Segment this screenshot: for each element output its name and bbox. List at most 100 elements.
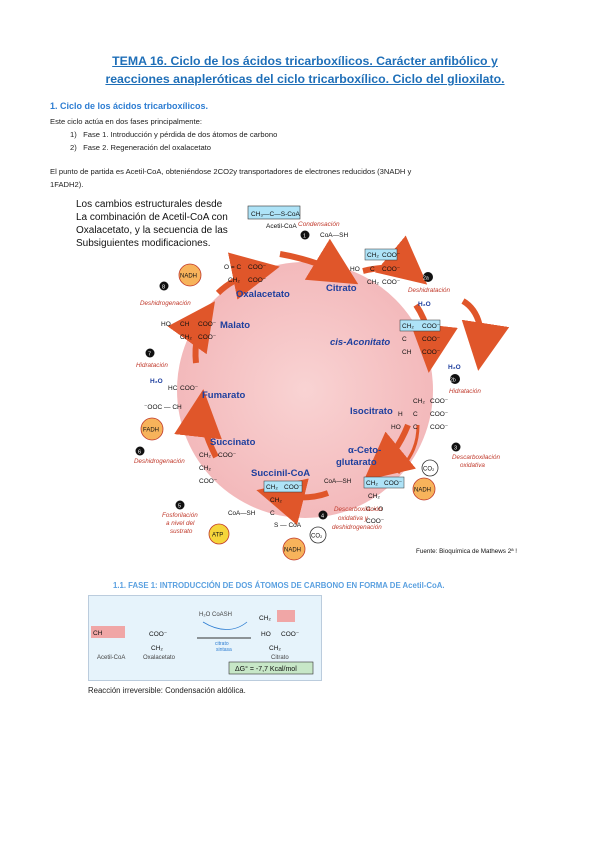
water-label: H₂O (448, 364, 461, 371)
coash-label: CoA—SH (324, 478, 352, 485)
structure-text: COO⁻ (180, 385, 199, 392)
structure-text: COO⁻ (382, 252, 401, 259)
step-label: sustrato (170, 528, 193, 535)
structure-text: C (413, 424, 418, 431)
step-label: Condensación (298, 221, 340, 228)
reaction-svg: CH COO⁻ CH₂ Acetil-CoA Oxalacetato H₂O C… (91, 610, 314, 675)
reaction-note: Reacción irreversible: Condensación aldó… (88, 686, 246, 695)
reaction-cofactors: H₂O CoASH (199, 612, 232, 618)
structure-text: CH₂ (199, 465, 211, 472)
structure-text: COO⁻ (382, 266, 401, 273)
nadh-label: NADH (414, 488, 431, 494)
structure-text: O = C (224, 264, 241, 271)
enzyme-label: citrato (215, 641, 229, 647)
structure-text: COO⁻ (198, 321, 217, 328)
metabolite-cis-aconitato: cis-Aconitato (330, 337, 390, 348)
succinylcoa-highlight (263, 480, 303, 493)
fadh-burst (140, 417, 164, 441)
structure-text: CH₂ (228, 277, 240, 284)
atp-label: ATP (212, 533, 223, 539)
step-marker (300, 230, 310, 240)
step-label: a nivel del (166, 520, 195, 527)
list-text: Fase 1. Introducción y pérdida de dos át… (83, 130, 278, 139)
step-marker (145, 348, 155, 358)
reaction-label: Acetil-CoA (97, 655, 125, 661)
structure-text: COO⁻ (382, 279, 401, 286)
title-line-2: reacciones anapleróticas del ciclo trica… (105, 72, 505, 86)
step-number: 2a (423, 276, 429, 282)
reaction-label: Citrato (271, 655, 289, 661)
metabolite-isocitrato: Isocitrato (350, 406, 393, 417)
step-label: Fosforilación (162, 512, 198, 519)
nadh-burst (178, 263, 202, 287)
step-marker (135, 446, 145, 456)
step-marker (451, 442, 461, 452)
metabolite-citrato: Citrato (326, 283, 357, 294)
reaction-label: Oxalacetato (143, 655, 176, 661)
structure-text: COO⁻ (248, 277, 267, 284)
ketoglutarate-highlight (363, 476, 405, 489)
structure-text: COO⁻ (198, 334, 217, 341)
structure-text: COO⁻ (366, 518, 385, 525)
step-label: Descarboxilación (334, 506, 382, 513)
citrate-highlight (364, 248, 398, 261)
figure-note: Subsiguientes modificaciones. (76, 238, 211, 249)
page-title: TEMA 16. Ciclo de los ácidos tricarboxíl… (60, 52, 550, 88)
cycle-arrow (279, 238, 359, 285)
reaction-structure-text: COO⁻ (149, 631, 168, 638)
structure-text: CH₂ (266, 484, 278, 491)
structure-text: COO⁻ (430, 411, 449, 418)
cycle-arrow (363, 423, 417, 481)
structure-text: ⁻OOC — CH (144, 404, 182, 411)
list-item: 1) Fase 1. Introducción y pérdida de dos… (70, 130, 277, 139)
paragraph-line: 1FADH2). (50, 180, 84, 189)
list-item: 2) Fase 2. Regeneración del oxalacetato (70, 143, 211, 152)
list-text: Fase 2. Regeneración del oxalacetato (83, 143, 212, 152)
structure-text: C (413, 411, 418, 418)
atp-burst (208, 523, 230, 545)
nadh-burst (412, 477, 436, 501)
nadh-label: NADH (180, 274, 197, 280)
cycle-arrow (174, 389, 222, 459)
krebs-cycle-figure: Los cambios estructurales desde La combi… (76, 199, 517, 561)
structure-text: CH₂ (413, 398, 425, 405)
structure-text: HO (350, 266, 360, 273)
title-line-1: TEMA 16. Ciclo de los ácidos tricarboxíl… (112, 54, 498, 68)
section-heading: 1. Ciclo de los ácidos tricarboxílicos. (50, 101, 209, 111)
structure-text: COO⁻ (430, 424, 449, 431)
citrate-highlight (277, 610, 295, 622)
cycle-arrow (167, 301, 215, 364)
metabolite-alfa-cetoglutarato: α-Ceto- (348, 445, 381, 456)
cycle-arrow (215, 252, 280, 300)
step-label: Deshidrogenación (140, 300, 191, 307)
aconitate-highlight (399, 319, 441, 332)
structure-text: CH₂ (366, 480, 378, 487)
structure-text: H (398, 411, 403, 418)
structure-text: COO⁻ (422, 349, 441, 356)
step-marker (159, 281, 169, 291)
structure-text: HO (391, 424, 401, 431)
coash-label: CoA—SH (228, 510, 256, 517)
structure-text: COO⁻ (284, 484, 303, 491)
cycle-arrow (396, 424, 420, 474)
structure-text: CH (180, 321, 190, 328)
structure-text: CH₂ (368, 493, 380, 500)
intro-text: Este ciclo actúa en dos fases principalm… (50, 117, 202, 126)
co2-bubble (421, 459, 439, 477)
reaction-structure-text: CH (93, 630, 103, 637)
structure-text: CH₂ (199, 452, 211, 459)
acetyl-highlight (247, 205, 301, 220)
structure-text: CH₂ (402, 323, 414, 330)
structure-text: COO⁻ (218, 452, 237, 459)
structure-text: HO (161, 321, 171, 328)
structure-text: CH (402, 349, 412, 356)
fadh-label: FADH (143, 428, 159, 434)
metabolite-alfa-cetoglutarato: glutarato (336, 457, 377, 468)
reaction-structure-text: HO (261, 631, 271, 638)
structure-text: COO⁻ (248, 264, 267, 271)
cycle-arrow (461, 298, 510, 371)
reaction-structure-text: COO⁻ (281, 631, 300, 638)
step-label: oxidativa (460, 462, 485, 469)
metabolite-oxalacetato: Oxalacetato (236, 289, 290, 300)
step-number: 4 (321, 514, 324, 520)
